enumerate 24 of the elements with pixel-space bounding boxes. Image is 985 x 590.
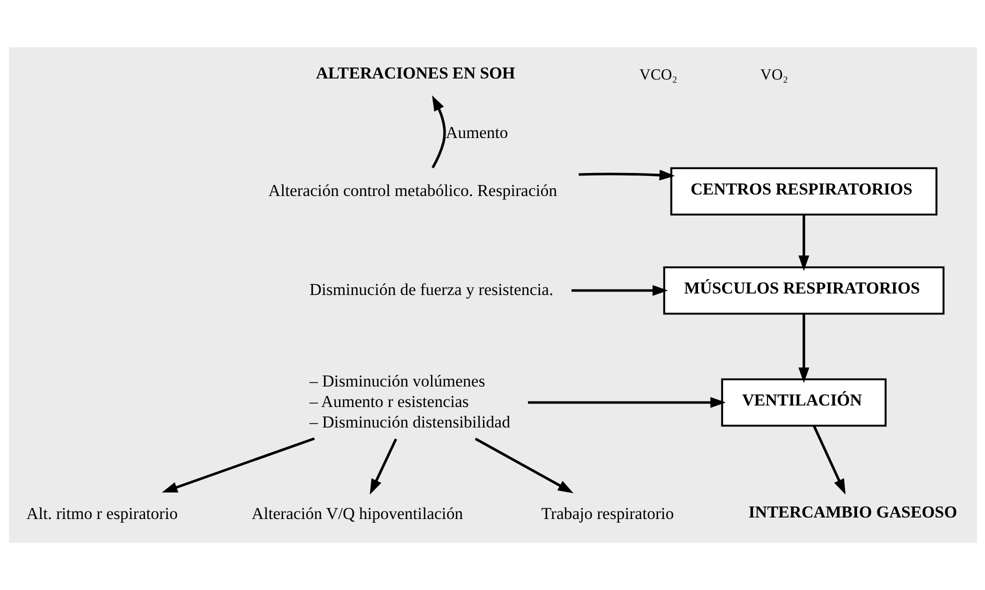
label: VCO₂: [638, 66, 677, 84]
arrow: [812, 425, 846, 495]
node-text: Alteración V/Q hipoventilación: [251, 504, 463, 523]
arrow: [798, 314, 809, 383]
node-box: CENTROS RESPIRATORIOS: [670, 167, 937, 216]
arrow: [161, 437, 314, 493]
node-text: – Disminución volúmenes – Aumento r esistencias – Disminución distensibilidad: [309, 371, 510, 432]
arrow: [798, 214, 809, 271]
arrow: [527, 397, 726, 408]
arrow: [431, 95, 446, 168]
arrow: [369, 438, 397, 495]
arrow: [571, 285, 668, 296]
node-text: ALTERACIONES EN SOH: [316, 64, 515, 83]
node-text: Disminución de fuerza y resistencia.: [309, 280, 553, 299]
node-text: Alt. ritmo r espiratorio: [26, 504, 178, 523]
node-box: MÚSCULOS RESPIRATORIOS: [662, 266, 944, 315]
arrow: [474, 438, 573, 494]
arrow: [578, 170, 674, 181]
node-text: Alteración control metabólico. Respiración: [268, 180, 557, 200]
node-box: VENTILACIÓN: [720, 378, 886, 427]
node-text: INTERCAMBIO GASEOSO: [748, 502, 957, 522]
node-text: Trabajo respiratorio: [540, 504, 674, 523]
label: VO₂: [760, 66, 788, 84]
edge-label: Aumento: [445, 122, 508, 142]
